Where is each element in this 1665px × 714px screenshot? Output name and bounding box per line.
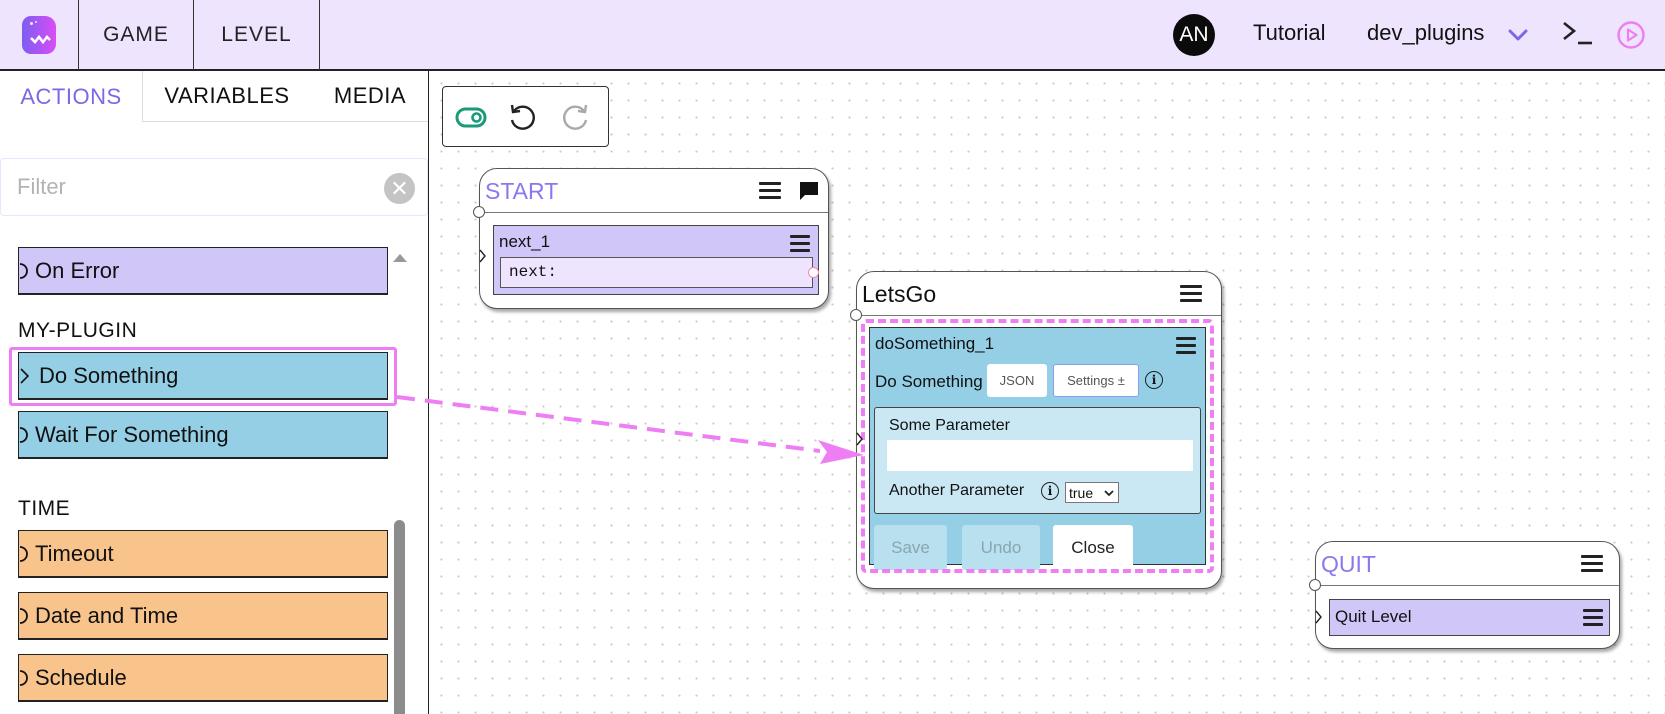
action-do-something[interactable]: Do Something <box>18 352 388 400</box>
actions-panel: ACTIONS VARIABLES MEDIA ✕ On Error MY-PL… <box>0 71 429 714</box>
event-port-icon <box>19 607 28 624</box>
canvas-toolbar <box>442 86 609 147</box>
info-icon[interactable]: i <box>1145 371 1163 389</box>
menu-icon[interactable] <box>790 235 810 253</box>
chevron-down-icon[interactable] <box>1505 22 1531 48</box>
menu-icon[interactable] <box>1180 285 1202 303</box>
action-schedule[interactable]: Schedule <box>18 654 388 702</box>
node-title: QUIT <box>1321 551 1376 577</box>
category-my-plugin: MY-PLUGIN <box>18 319 138 342</box>
block-input-caret-icon <box>1315 610 1322 624</box>
json-button[interactable]: JSON <box>987 364 1047 397</box>
tab-actions[interactable]: ACTIONS <box>0 71 143 122</box>
save-button[interactable]: Save <box>874 525 947 570</box>
undo-icon[interactable] <box>506 101 540 133</box>
node-title: START <box>485 178 559 204</box>
action-label: Wait For Something <box>35 421 229 447</box>
event-port-icon <box>19 262 28 279</box>
nav-tab-game[interactable]: GAME <box>79 0 194 70</box>
another-parameter-select[interactable]: true <box>1065 482 1119 503</box>
filter-box: ✕ <box>0 158 428 216</box>
output-port[interactable] <box>808 267 819 278</box>
node-title: LetsGo <box>862 281 937 307</box>
project-selector[interactable]: dev_plugins <box>1367 20 1485 45</box>
comment-icon[interactable] <box>798 180 820 202</box>
block-title: doSomething_1 <box>875 334 995 353</box>
event-port-icon <box>19 669 28 686</box>
event-port-icon <box>19 426 28 443</box>
another-parameter-label: Another Parameter <box>889 482 1025 499</box>
action-timeout[interactable]: Timeout <box>18 530 388 578</box>
app-logo-icon <box>22 16 56 54</box>
node-start[interactable]: START next_1 next: <box>473 168 829 309</box>
menu-icon[interactable] <box>1581 555 1603 573</box>
scroll-up-arrow[interactable] <box>393 254 407 262</box>
select-value: true <box>1069 484 1094 501</box>
filter-input[interactable] <box>17 169 357 205</box>
node-letsgo[interactable]: LetsGo doSomething_1 Do Something JSON S… <box>850 271 1222 589</box>
menu-icon[interactable] <box>759 182 781 200</box>
action-label: Timeout <box>35 540 114 566</box>
chevron-down-icon <box>1104 490 1114 497</box>
node-input-port[interactable] <box>850 309 862 321</box>
some-parameter-input[interactable] <box>887 440 1193 471</box>
tutorial-link[interactable]: Tutorial <box>1253 20 1326 45</box>
block-quit-level[interactable]: Quit Level <box>1329 599 1610 636</box>
action-on-error[interactable]: On Error <box>18 247 388 295</box>
settings-button[interactable]: Settings ± <box>1053 364 1139 397</box>
tab-variables[interactable]: VARIABLES <box>143 71 311 122</box>
some-parameter-label: Some Parameter <box>889 417 1010 434</box>
close-button[interactable]: Close <box>1053 525 1133 570</box>
toggle-icon[interactable] <box>455 101 489 133</box>
flow-canvas[interactable]: START next_1 next: LetsGo doSomething_1 … <box>429 71 1665 714</box>
nav-tab-level[interactable]: LEVEL <box>194 0 320 70</box>
block-input-caret-icon <box>479 249 486 263</box>
block-next-1[interactable]: next_1 next: <box>493 225 819 295</box>
action-type-label: Do Something <box>875 372 983 391</box>
undo-button[interactable]: Undo <box>962 525 1040 570</box>
node-quit[interactable]: QUIT Quit Level <box>1309 541 1620 649</box>
info-icon[interactable]: i <box>1041 482 1059 500</box>
menu-icon[interactable] <box>1176 337 1196 355</box>
top-bar: GAME LEVEL AN Tutorial dev_plugins <box>0 0 1665 71</box>
action-label: Schedule <box>35 664 127 690</box>
block-input-caret-icon <box>856 432 863 446</box>
terminal-icon[interactable] <box>1561 14 1595 52</box>
action-date-and-time[interactable]: Date and Time <box>18 592 388 640</box>
play-icon[interactable] <box>1616 20 1646 50</box>
action-label: On Error <box>35 257 120 283</box>
action-label: Do Something <box>39 362 179 388</box>
category-time: TIME <box>18 497 71 520</box>
tab-media[interactable]: MEDIA <box>311 71 428 122</box>
event-port-icon <box>19 545 28 562</box>
clear-filter-icon[interactable]: ✕ <box>384 173 415 204</box>
scrollbar-thumb[interactable] <box>394 520 405 714</box>
block-do-something-1[interactable]: doSomething_1 Do Something JSON Settings… <box>869 327 1206 570</box>
node-input-port[interactable] <box>473 206 485 218</box>
action-label: Date and Time <box>35 602 179 628</box>
logo-cell[interactable] <box>0 0 79 70</box>
node-input-port[interactable] <box>1309 579 1321 591</box>
avatar[interactable]: AN <box>1173 14 1215 56</box>
action-wait-for-something[interactable]: Wait For Something <box>18 411 388 459</box>
redo-icon[interactable] <box>558 101 592 133</box>
chevron-right-icon <box>20 367 30 384</box>
block-title: next_1 <box>499 232 551 251</box>
next-field[interactable]: next: <box>500 257 813 288</box>
parameters-panel: Some Parameter Another Parameter i true <box>874 407 1201 514</box>
menu-icon[interactable] <box>1583 609 1603 627</box>
block-title: Quit Level <box>1335 607 1412 626</box>
